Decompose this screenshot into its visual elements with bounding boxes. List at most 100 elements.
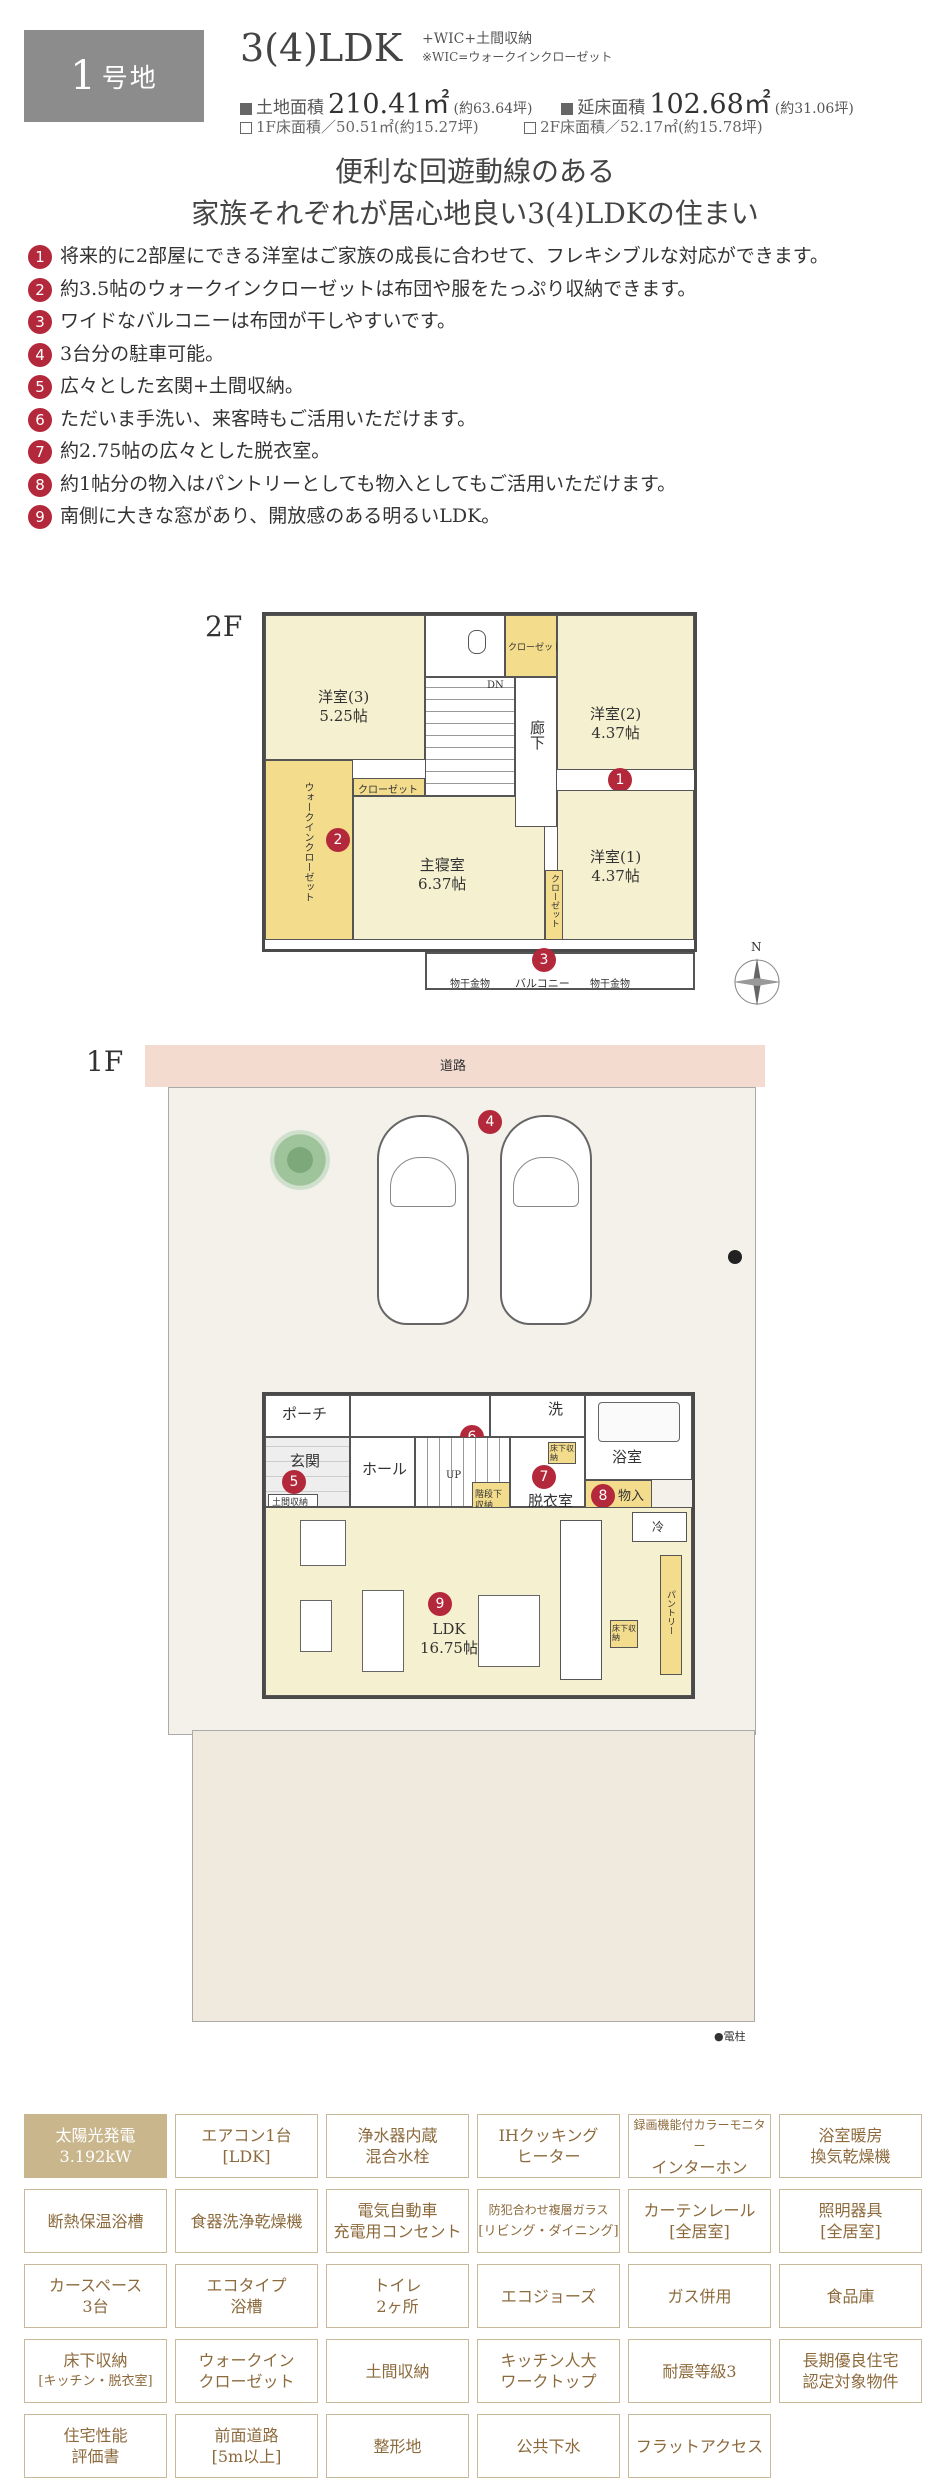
equipment-sublabel: 充電用コンセント bbox=[333, 2222, 462, 2241]
headline-line2: 家族それぞれが居心地良い3(4)LDKの住まい bbox=[191, 197, 759, 230]
feature-text: ただいま手洗い、来客時もご活用いただけます。 bbox=[60, 407, 477, 430]
armchair-icon bbox=[300, 1520, 346, 1566]
feature-item: 6 ただいま手洗い、来客時もご活用いただけます。 bbox=[28, 403, 476, 435]
equipment-sublabel: [LDK] bbox=[222, 2147, 271, 2166]
equipment-label: 長期優良住宅 bbox=[802, 2351, 899, 2370]
equipment-badge: ガス併用 bbox=[628, 2264, 771, 2328]
entrance-label: 玄関 bbox=[290, 1452, 321, 1470]
equipment-label: トイレ bbox=[373, 2276, 422, 2295]
wall bbox=[262, 612, 697, 615]
room1 bbox=[557, 790, 694, 940]
square-outline-icon bbox=[524, 122, 537, 134]
square-outline-icon bbox=[240, 122, 252, 134]
storage-label: 物入 bbox=[618, 1489, 645, 1504]
balcony-label: バルコニー bbox=[515, 977, 570, 990]
hanger-right: 物干金物 bbox=[590, 979, 630, 990]
marker-4: 4 bbox=[478, 1110, 502, 1134]
equipment-badge: 土間収納 bbox=[326, 2339, 469, 2403]
plan-extra: +WIC+土間収納 bbox=[422, 31, 533, 47]
wash-basin-area bbox=[490, 1395, 585, 1437]
master-label: 主寝室 6.37帖 bbox=[418, 856, 466, 894]
feature-number-badge: 8 bbox=[28, 472, 52, 497]
equipment-label: 録画機能付カラーモニター bbox=[633, 2117, 766, 2153]
dressing-label: 脱衣室 bbox=[528, 1492, 574, 1510]
equipment-badge: エコタイプ浴槽 bbox=[175, 2264, 318, 2328]
road-label: 道路 bbox=[440, 1059, 467, 1074]
equipment-badge: 整形地 bbox=[326, 2414, 469, 2478]
equipment-label: 浴室暖房 bbox=[818, 2126, 883, 2145]
room3-label: 洋室(3) 5.25帖 bbox=[318, 688, 369, 726]
equipment-sublabel: クローゼット bbox=[198, 2372, 295, 2391]
pantry bbox=[660, 1555, 682, 1675]
marker-7: 7 bbox=[532, 1465, 556, 1489]
equipment-sublabel: ワークトップ bbox=[500, 2372, 597, 2391]
equipment-sublabel: 認定対象物件 bbox=[802, 2372, 899, 2391]
hall-label: ホール bbox=[362, 1460, 408, 1478]
square-bullet-icon bbox=[240, 102, 252, 115]
equipment-label: キッチン人大 bbox=[500, 2351, 597, 2370]
second-floor-area: 2F床面積／52.17㎡(約15.78坪) bbox=[540, 118, 763, 136]
equipment-sublabel: [全居室] bbox=[669, 2222, 730, 2241]
equipment-badge: キッチン人大ワークトップ bbox=[477, 2339, 620, 2403]
feature-item: 8 約1帖分の物入はパントリーとしても物入としてもご活用いただけます。 bbox=[28, 468, 676, 500]
square-bullet-icon bbox=[561, 102, 574, 115]
equipment-badge: フラットアクセス bbox=[628, 2414, 771, 2478]
porch-label: ポーチ bbox=[282, 1405, 328, 1423]
equipment-label: エアコン1台 bbox=[201, 2126, 292, 2145]
floor-storage-label: 床下収納 bbox=[550, 1444, 574, 1462]
equipment-badge: 浄水器内蔵混合水栓 bbox=[326, 2114, 469, 2178]
land-area-label: 土地面積 bbox=[256, 98, 324, 118]
equipment-sublabel: インターホン bbox=[651, 2157, 748, 2177]
feature-number-badge: 6 bbox=[28, 407, 52, 432]
equipment-badge: 食器洗浄乾燥機 bbox=[175, 2189, 318, 2253]
compass: N bbox=[727, 940, 787, 1010]
garden-soil bbox=[192, 1730, 755, 2022]
doma-storage-label: 土間収納 bbox=[272, 1498, 309, 1508]
feature-text: ワイドなバルコニーは布団が干しやすいです。 bbox=[60, 310, 456, 332]
equipment-label: ガス併用 bbox=[667, 2286, 732, 2306]
floor-storage2-label: 床下収納 bbox=[612, 1624, 636, 1642]
wash-label: 洗 bbox=[548, 1400, 564, 1418]
equipment-sublabel: 混合水栓 bbox=[365, 2147, 430, 2166]
floor-area-tsubo: (約31.06坪) bbox=[774, 101, 854, 117]
stair-dn-label: DN bbox=[487, 680, 504, 691]
feature-text: 将来的に2部屋にできる洋室はご家族の成長に合わせて、フレキシブルな対応ができます… bbox=[60, 245, 829, 267]
equipment-label: カーテンレール bbox=[643, 2201, 756, 2220]
room2-name: 洋室(2) bbox=[590, 705, 642, 723]
feature-text: 約3.5帖のウォークインクローゼットは布団や服をたっぷり収納できます。 bbox=[60, 277, 697, 300]
first-floor-area: 1F床面積／50.51㎡(約15.27坪) bbox=[256, 118, 479, 136]
equipment-sublabel: [リビング・ダイニング] bbox=[478, 2224, 619, 2239]
hallway-label: 廊下 bbox=[528, 720, 546, 750]
equipment-badge: 耐震等級3 bbox=[628, 2339, 771, 2403]
equipment-label: 防犯合わせ複層ガラス bbox=[488, 2203, 609, 2217]
equipment-sublabel: 浴槽 bbox=[230, 2297, 263, 2316]
equipment-sublabel: 3.192kW bbox=[59, 2147, 132, 2166]
master-size: 6.37帖 bbox=[418, 875, 467, 893]
master-bedroom bbox=[353, 796, 545, 940]
feature-number-badge: 5 bbox=[28, 375, 52, 399]
equipment-label: IHクッキング bbox=[498, 2126, 599, 2145]
equipment-label: フラットアクセス bbox=[635, 2436, 764, 2456]
room3-size: 5.25帖 bbox=[319, 707, 368, 725]
doma-storage bbox=[268, 1494, 318, 1507]
equipment-sublabel: 3台 bbox=[82, 2297, 109, 2316]
pantry-label: パントリー bbox=[665, 1590, 675, 1635]
feature-text: 約1帖分の物入はパントリーとしても物入としてもご活用いただけます。 bbox=[60, 472, 677, 495]
feature-text: 約2.75帖の広々とした脱衣室。 bbox=[60, 440, 331, 462]
floor-storage-kitchen bbox=[610, 1620, 638, 1648]
marker-1: 1 bbox=[608, 768, 632, 792]
wall bbox=[262, 1392, 695, 1395]
kitchen-counter bbox=[560, 1520, 602, 1680]
ldk-size: 16.75帖 bbox=[420, 1639, 478, 1657]
floor2-label: 2F bbox=[205, 610, 243, 643]
equipment-label: 照明器具 bbox=[818, 2201, 883, 2220]
floor1-label: 1F bbox=[86, 1045, 124, 1078]
feature-text: 南側に大きな窓があり、開放感のある明るいLDK。 bbox=[60, 505, 501, 527]
equipment-label: ウォークイン bbox=[198, 2351, 295, 2370]
